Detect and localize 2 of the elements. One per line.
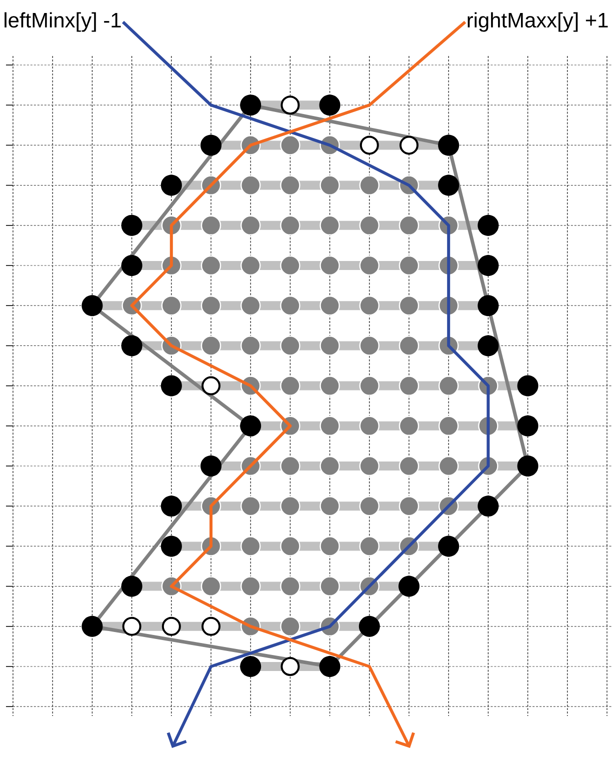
edge-label: rightMaxx[y] +1: [468, 12, 608, 32]
edge-label: leftMinx[y] -1: [4, 12, 121, 32]
